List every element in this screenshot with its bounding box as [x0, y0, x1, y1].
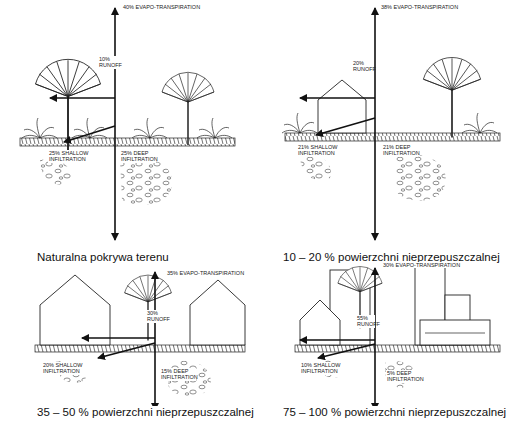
flow-label: 30% EVAPO-TRANSPIRATION: [382, 262, 461, 268]
panel-caption: 35 – 50 % powierzchni nieprzepuszczalnej: [37, 406, 254, 418]
flow-label: 21% SHALLOW INFILTRATION: [297, 144, 339, 157]
flow-label: 38% EVAPO-TRANSPIRATION: [380, 4, 459, 10]
flow-label: 10% RUNOFF: [98, 56, 117, 69]
flow-label: 25% SHALLOW INFILTRATION: [48, 150, 92, 163]
flow-label: 5% DEEP INFILTRATION: [386, 370, 422, 383]
flow-label: 30% RUNOFF: [146, 310, 165, 323]
panel-caption: Naturalna pokrywa terenu: [37, 251, 169, 263]
flow-label: 10% SHALLOW INFILTRATION: [300, 362, 342, 375]
flow-label: 55% RUNOFF: [356, 315, 375, 328]
flow-label: 35% EVAPO-TRANSPIRATION: [166, 270, 245, 276]
flow-label: 20% RUNOFF: [352, 60, 371, 73]
flow-label: 40% EVAPO-TRANSPIRATION: [122, 4, 201, 10]
flow-label: 25% DEEP INFILTRATION: [120, 150, 156, 163]
flow-label: 21% DEEP INFILTRATION: [382, 144, 418, 157]
flow-label: 20% SHALLOW INFILTRATION: [42, 362, 86, 375]
flow-label: 15% DEEP INFILTRATION: [160, 368, 196, 381]
panel-caption: 75 – 100 % powierzchni nieprzepuszczalne…: [283, 406, 506, 418]
